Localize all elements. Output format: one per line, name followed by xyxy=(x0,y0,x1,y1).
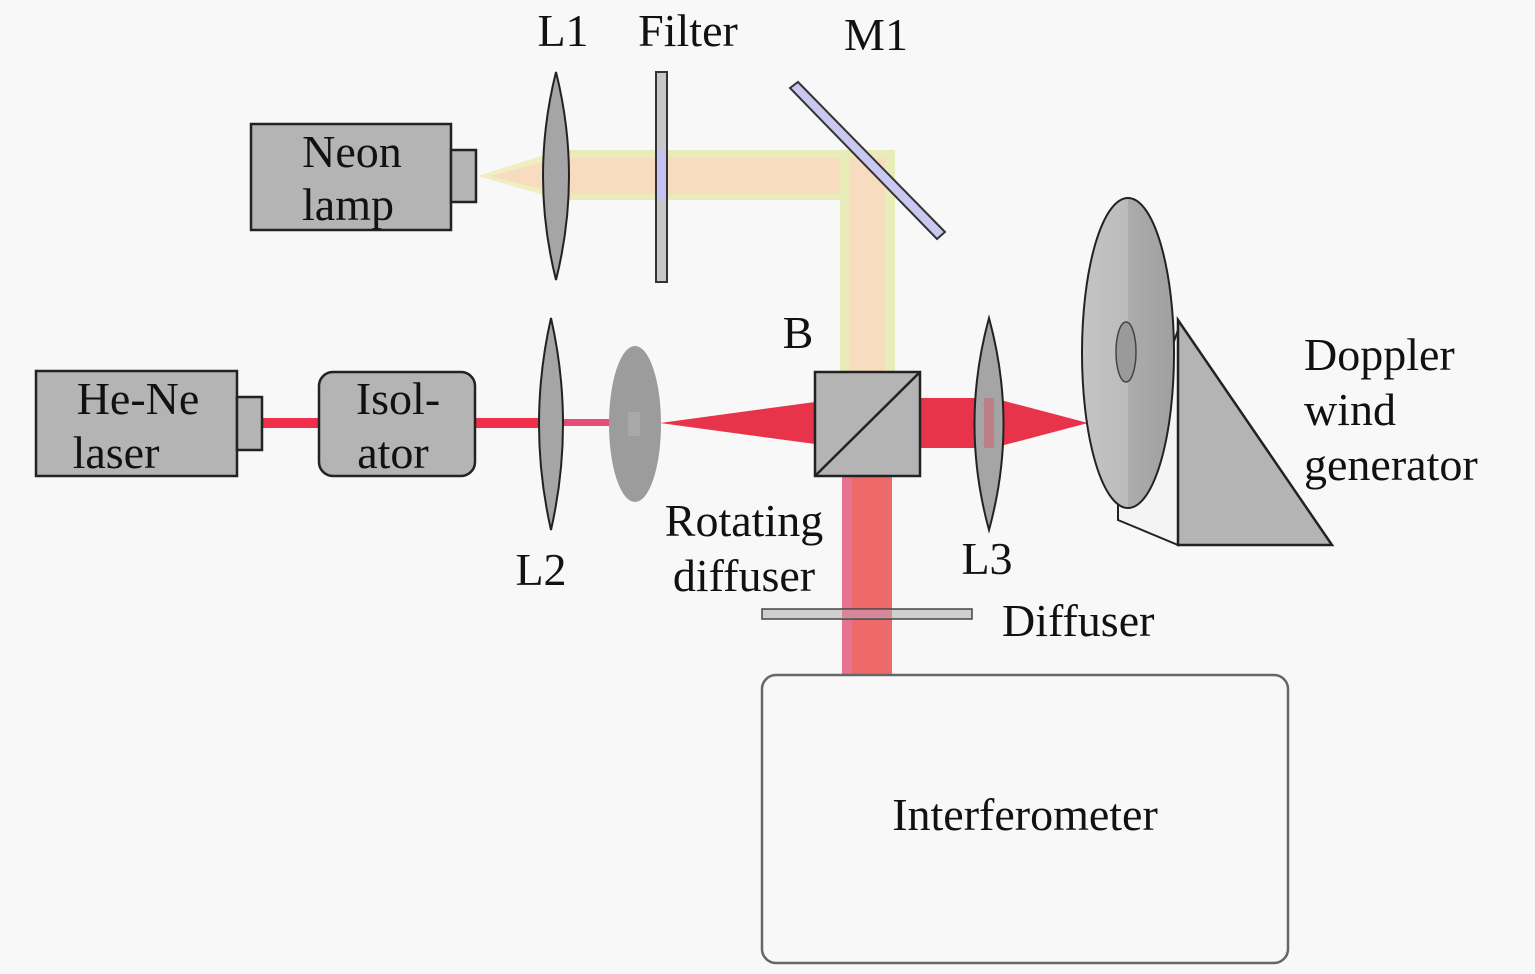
interferometer-box xyxy=(760,673,1290,965)
rotating-diffuser-hub xyxy=(628,412,640,436)
laser-beam-focus xyxy=(993,398,1088,448)
neon-lamp-label-line-2: lamp xyxy=(302,179,394,230)
neon-lamp: Neon lamp xyxy=(249,122,478,232)
he-ne-laser: He-Ne laser xyxy=(34,369,264,478)
laser-nozzle xyxy=(235,395,264,452)
output-beam-edge xyxy=(842,476,852,674)
mirror-m1 xyxy=(788,80,947,241)
lens-l2 xyxy=(538,317,564,531)
neon-beam-horizontal-core xyxy=(560,158,860,194)
diffuser-beam-overlay xyxy=(842,610,892,618)
interferometer-label: Interferometer xyxy=(892,789,1158,840)
doppler-label-line-2: wind xyxy=(1304,384,1396,435)
neon-lamp-label-line-1: Neon xyxy=(302,126,402,177)
filter-label: Filter xyxy=(638,5,738,56)
lens-l3-beam-overlay xyxy=(984,398,994,448)
isolator-label-line-1: Isol- xyxy=(356,373,440,424)
mirror-m1-label: M1 xyxy=(844,9,908,60)
doppler-label-line-1: Doppler xyxy=(1304,329,1455,380)
laser-beam-segment-2 xyxy=(475,418,545,428)
laser-beam-cone xyxy=(660,402,815,444)
mirror-m1-body xyxy=(788,80,947,241)
rotating-diffuser-label-line-1: Rotating xyxy=(665,495,823,546)
doppler-wind-generator xyxy=(1081,197,1335,547)
neon-beam-vertical-core xyxy=(850,158,885,372)
beam-splitter-label: B xyxy=(783,307,814,358)
generator-wedge xyxy=(1176,315,1335,547)
neon-lamp-nozzle xyxy=(449,148,478,204)
lens-l3-label: L3 xyxy=(961,533,1012,584)
rotating-diffuser-label-line-2: diffuser xyxy=(673,550,815,601)
doppler-label-line-3: generator xyxy=(1304,439,1478,490)
isolator-body xyxy=(317,370,477,478)
laser-body xyxy=(34,369,239,478)
isolator-label-line-2: ator xyxy=(357,427,429,478)
beam-splitter xyxy=(813,370,922,478)
laser-beam-segment-3 xyxy=(555,419,615,426)
laser-label-line-1: He-Ne xyxy=(77,373,200,424)
laser-beam-segment-1 xyxy=(260,418,320,428)
neon-beam xyxy=(478,150,895,372)
generator-disc-hub xyxy=(1115,321,1137,383)
lens-l2-label: L2 xyxy=(515,544,566,595)
diffuser-label: Diffuser xyxy=(1002,595,1154,646)
laser-label-line-2: laser xyxy=(73,427,160,478)
beam-splitter-diagonal xyxy=(814,371,921,477)
lens-l1 xyxy=(542,71,570,281)
filter-beam-pass xyxy=(658,150,665,200)
isolator: Isol- ator xyxy=(317,370,477,478)
lens-l1-label: L1 xyxy=(537,5,588,56)
neon-lamp-body xyxy=(249,122,453,232)
